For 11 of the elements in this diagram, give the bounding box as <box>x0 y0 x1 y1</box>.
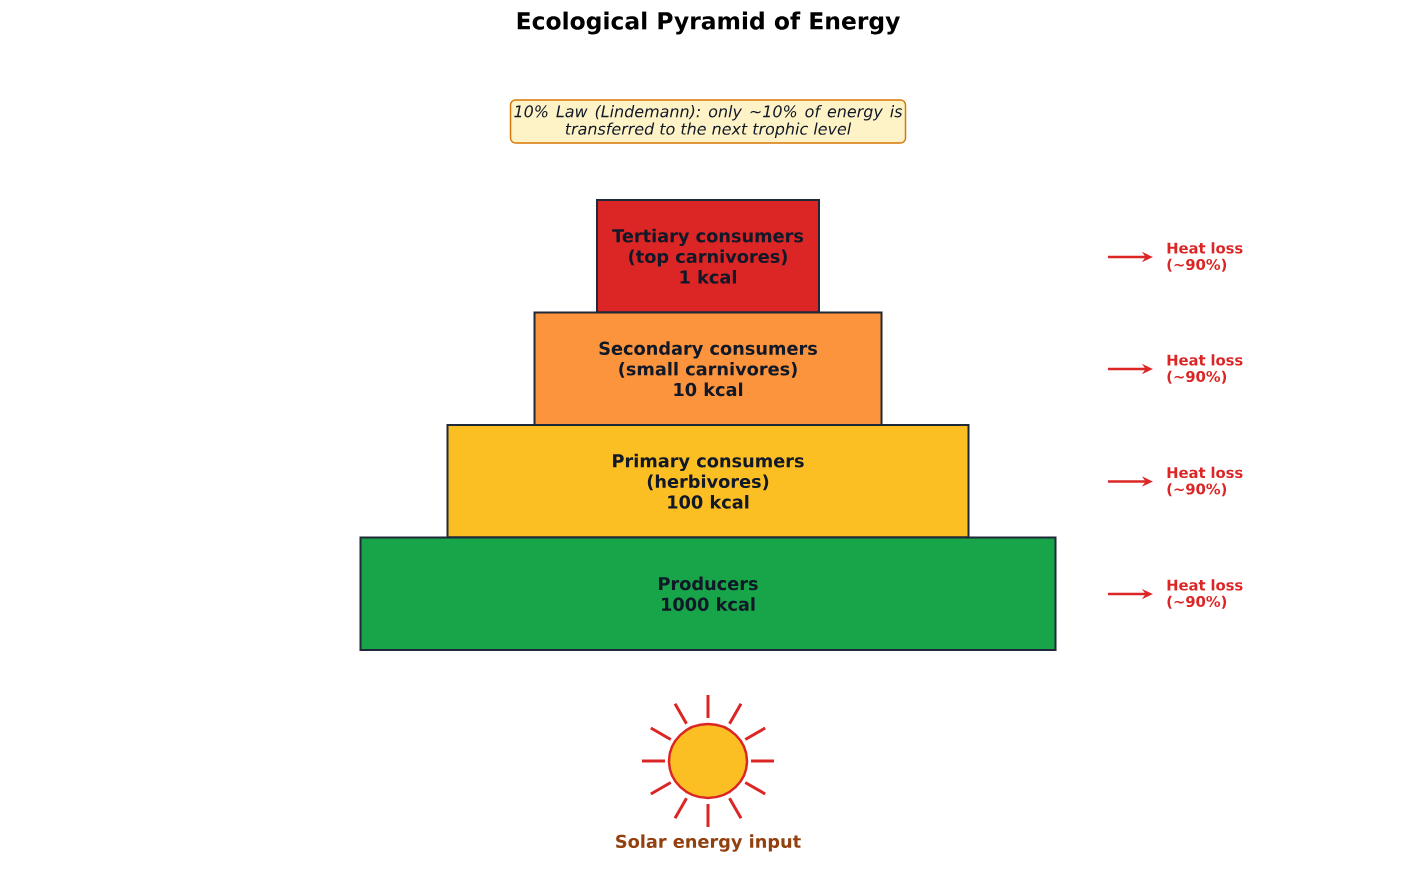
level-box: Tertiary consumers (top carnivores) 1 kcal <box>596 199 820 314</box>
sun-label: Solar energy input <box>616 834 801 852</box>
title: Ecological Pyramid of Energy <box>517 11 900 35</box>
heat-loss-label: Heat loss (~90%) <box>1167 579 1243 609</box>
level-box: Primary consumers (herbivores) 100 kcal <box>446 424 970 539</box>
heat-loss-label: Heat loss (~90%) <box>1167 354 1243 384</box>
level-box: Producers 1000 kcal <box>359 536 1057 651</box>
heat-loss-label: Heat loss (~90%) <box>1167 242 1243 272</box>
heat-loss-label: Heat loss (~90%) <box>1167 466 1243 497</box>
level-box: Secondary consumers (small carnivores) 10 kcal <box>533 311 883 426</box>
note-box: 10% Law (Lindemann): only ~10% of energy is transferred to the next trophic level <box>509 99 907 144</box>
